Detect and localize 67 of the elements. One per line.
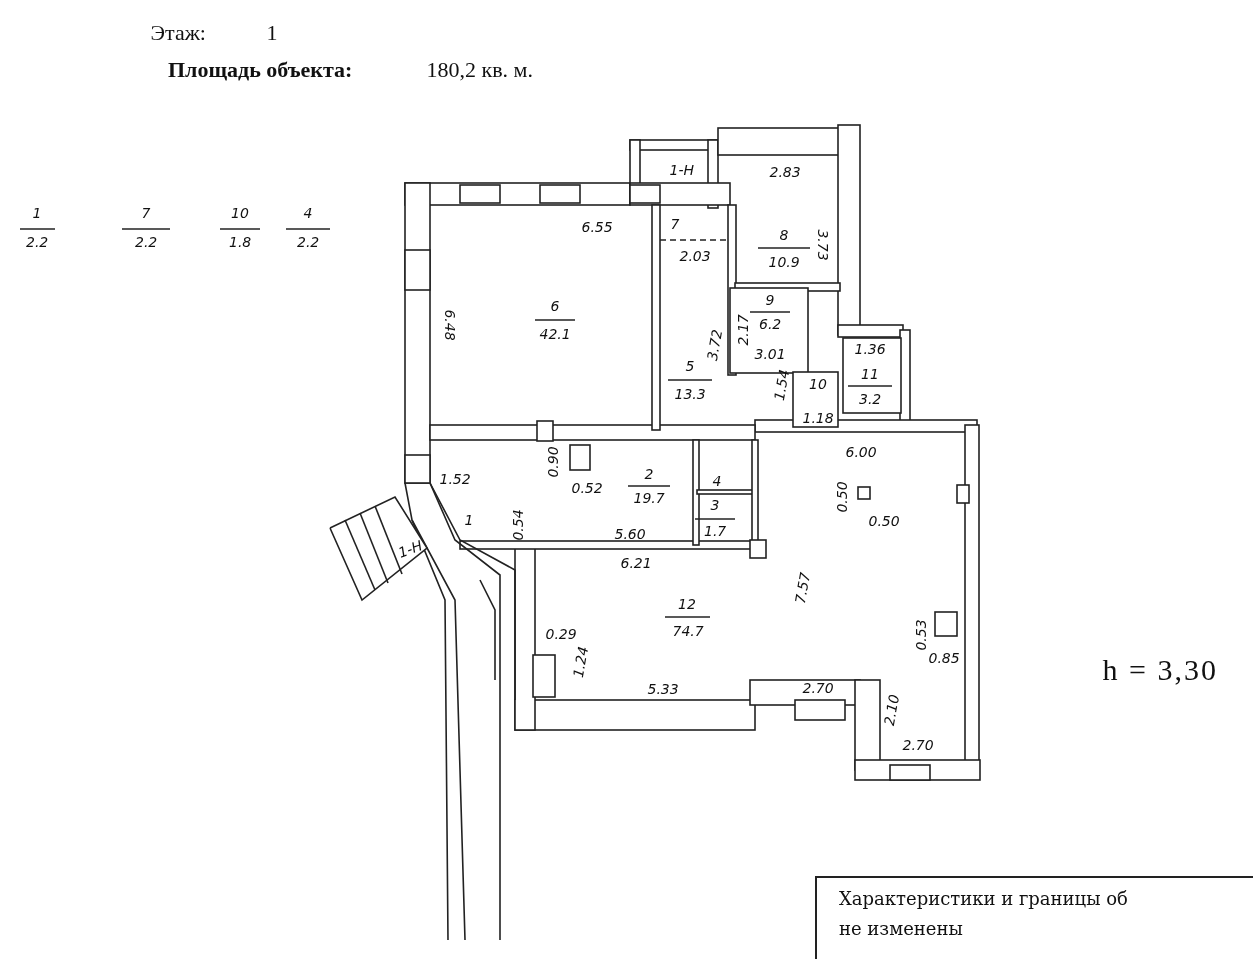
- room-number: 10: [809, 377, 827, 391]
- dimension-label: 2.83: [769, 165, 801, 179]
- dimension-label: 3.01: [754, 347, 786, 361]
- room-number: 7: [670, 217, 680, 231]
- dimension-label: 0.29: [545, 627, 577, 641]
- header-text: Площадь объекта:: [168, 59, 353, 81]
- dimension-label: 1.24: [570, 645, 590, 679]
- dimension-label: 2.2: [135, 235, 158, 249]
- dimension-label: 2.70: [802, 681, 834, 695]
- dimension-label: 6.21: [620, 556, 652, 570]
- dimension-label: 3.2: [859, 392, 882, 406]
- header-text: 1: [266, 22, 278, 44]
- room-number: 1: [464, 513, 474, 527]
- header-text: 180,2 кв. м.: [426, 59, 533, 81]
- room-number: 12: [678, 597, 696, 611]
- room-number: 8: [779, 228, 789, 242]
- stamp-text: не изменены: [839, 917, 964, 941]
- dimension-label: 2.2: [297, 235, 320, 249]
- dimension-label: 0.50: [834, 481, 849, 513]
- room-number: 3: [710, 498, 720, 512]
- room-number: 10: [231, 206, 249, 220]
- dimension-label: 42.1: [539, 327, 571, 341]
- dimension-label: 13.3: [674, 387, 706, 401]
- dimension-label: 2.2: [26, 235, 49, 249]
- room-number: 6: [550, 299, 560, 313]
- room-number: 4: [303, 206, 313, 220]
- dimension-label: 74.7: [672, 624, 704, 638]
- room-number: 7: [141, 206, 151, 220]
- dimension-label: 6.2: [759, 317, 782, 331]
- dimension-label: 3.72: [704, 328, 724, 362]
- dimension-label: 10.9: [768, 255, 800, 269]
- dimension-label: 2.17: [735, 314, 750, 346]
- dimension-label: 0.90: [545, 446, 560, 478]
- header-text: Этаж:: [150, 22, 206, 44]
- dimension-label: 5.60: [614, 527, 646, 541]
- dimension-label: 6.55: [581, 220, 613, 234]
- room-number: 1-Н: [669, 163, 694, 177]
- room-number: 1: [32, 206, 42, 220]
- dimension-label: 1.7: [704, 524, 727, 538]
- dimension-label: 2.03: [679, 249, 711, 263]
- room-number: 5: [685, 359, 695, 373]
- dimension-label: 0.53: [913, 619, 928, 651]
- dimension-label: 2.10: [881, 693, 901, 727]
- dimension-label: 2.70: [902, 738, 934, 752]
- dimension-label: 19.7: [633, 491, 665, 505]
- stamp-box: [815, 876, 1253, 959]
- room-number: 9: [765, 293, 775, 307]
- dimension-label: 3.73: [815, 229, 830, 261]
- dimension-label: 1.36: [854, 342, 886, 356]
- dimension-label: 0.54: [510, 509, 525, 541]
- room-number: 11: [861, 367, 879, 381]
- dimension-label: 0.85: [928, 651, 960, 665]
- dimension-label: 6.00: [845, 445, 877, 459]
- dimension-label: 0.50: [868, 514, 900, 528]
- dimension-label: 7.57: [792, 571, 812, 605]
- dimension-label: 5.33: [647, 682, 679, 696]
- stamp-text: Характеристики и границы об: [839, 887, 1129, 911]
- dimension-label: 1.54: [771, 368, 791, 402]
- dimension-label: 1.52: [439, 472, 471, 486]
- room-number: 1-Н: [395, 538, 424, 560]
- dimension-label: 1.18: [802, 411, 834, 425]
- dimension-label: 0.52: [571, 481, 603, 495]
- room-number: 2: [644, 467, 654, 481]
- room-number: 4: [712, 474, 722, 488]
- ceiling-height-label: h = 3,30: [1102, 655, 1218, 685]
- dimension-label: 6.48: [442, 309, 457, 341]
- dimension-label: 1.8: [229, 235, 252, 249]
